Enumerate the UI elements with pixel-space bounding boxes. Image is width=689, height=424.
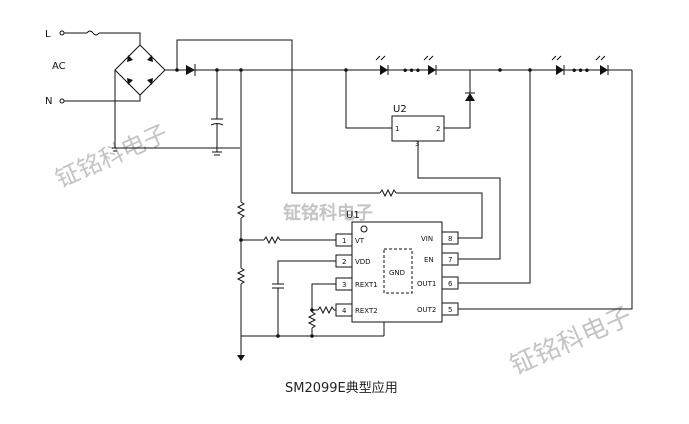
resistor-icon (307, 311, 317, 329)
u1-pin4-name: REXT2 (355, 307, 378, 315)
u2-pin2: 2 (436, 125, 440, 133)
resistor-icon (236, 267, 246, 285)
u1-pin2-name: VDD (355, 258, 371, 266)
svg-text:•••: ••• (402, 66, 421, 77)
led-string-2: ••• (551, 55, 609, 77)
resistor-icon (236, 201, 246, 219)
u1-chip: U1 GND 1 2 3 4 8 7 6 5 VT VDD REXT1 REXT… (335, 210, 459, 323)
ground-icon (237, 355, 245, 361)
ac-input: L N AC (45, 29, 141, 107)
u2-pin3: 3 (415, 140, 419, 148)
fuse-icon (86, 30, 100, 36)
u1-pin7-num: 7 (448, 256, 452, 264)
u2-label: U2 (393, 104, 407, 115)
led-icon (380, 65, 388, 75)
resistor-icon (317, 305, 335, 315)
u1-pin3-name: REXT1 (355, 281, 378, 289)
watermark-left: 钲铭科电子 (51, 119, 172, 193)
u1-pin5-num: 5 (448, 306, 452, 314)
resistor-icon (263, 235, 281, 245)
resistor-icon (379, 188, 397, 198)
u1-pin1-name: VT (355, 237, 365, 245)
u1-pin3-num: 3 (342, 281, 346, 289)
ac-label: AC (52, 61, 66, 72)
gnd-pad-label: GND (389, 269, 405, 277)
u1-label: U1 (346, 210, 360, 221)
u2-pin1: 1 (395, 125, 399, 133)
u1-pin7-name: EN (424, 256, 434, 264)
zener-diode-icon (465, 93, 475, 101)
u1-pin6-name: OUT1 (417, 280, 436, 288)
rectifier-diode-icon (186, 65, 195, 75)
led-icon (600, 65, 608, 75)
u1-pin8-num: 8 (448, 235, 452, 243)
u1-pin2-num: 2 (342, 258, 346, 266)
neutral-label: N (45, 96, 52, 107)
led-icon (428, 65, 436, 75)
svg-text:•••: ••• (571, 66, 590, 77)
u1-pin1-num: 1 (342, 237, 346, 245)
u2-chip: U2 1 2 3 (391, 104, 445, 148)
u1-pin8-name: VIN (421, 235, 433, 243)
u1-pin5-name: OUT2 (417, 306, 436, 314)
watermark-right: 钲铭科电子 (506, 301, 637, 381)
led-string-1: ••• (375, 55, 437, 77)
u1-pin6-num: 6 (448, 280, 453, 288)
bridge-rectifier (112, 44, 240, 152)
led-icon (556, 65, 564, 75)
u1-pin4-num: 4 (342, 307, 347, 315)
diagram-caption: SM2099E典型应用 (285, 380, 398, 396)
watermark-center: 钲铭科电子 (283, 202, 373, 224)
line-label: L (45, 29, 51, 40)
filter-capacitor (210, 70, 224, 156)
